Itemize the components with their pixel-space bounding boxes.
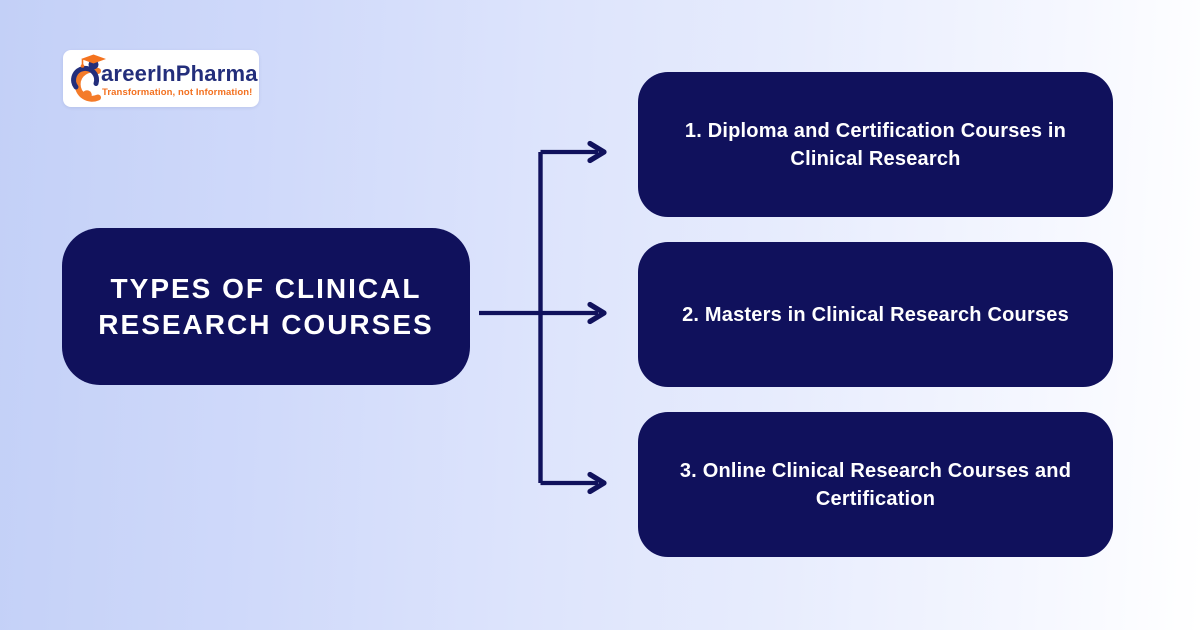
node-label: 2. Masters in Clinical Research Courses [682, 303, 1069, 326]
brand-name: areerInPharma [101, 61, 258, 86]
node-diploma-certification-courses: 1. Diploma and Certification Courses in … [638, 72, 1113, 217]
node-masters-courses: 2. Masters in Clinical Research Courses [638, 242, 1113, 387]
brand-tagline: Transformation, not Information! [102, 87, 253, 98]
logo-card: areerInPharma Transformation, not Inform… [63, 50, 259, 107]
node-online-courses-certification: 3. Online Clinical Research Courses and … [638, 412, 1113, 557]
node-label: 3. Online Clinical Research Courses and … [679, 459, 1072, 510]
root-node-types-of-clinical-research-courses: TYPES OF CLINICAL RESEARCH COURSES [62, 228, 470, 385]
arrowhead-bottom [587, 471, 607, 495]
careerinpharma-c-icon [71, 54, 106, 102]
arrowhead-middle [587, 301, 607, 325]
node-label: 1. Diploma and Certification Courses in … [684, 119, 1067, 170]
arrowhead-top [587, 140, 607, 164]
root-node-label: TYPES OF CLINICAL RESEARCH COURSES [98, 272, 434, 340]
